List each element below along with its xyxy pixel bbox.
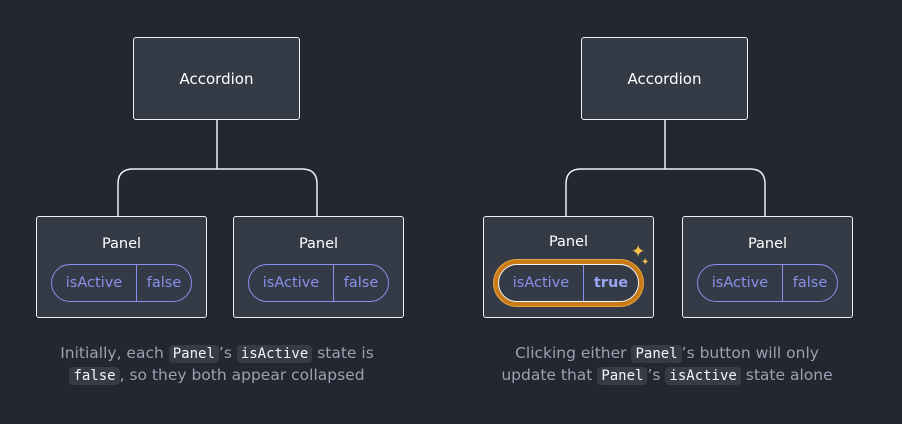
right-caption: Clicking either Panel’s button will only… [467,343,867,387]
state-value: false [792,275,828,291]
sparkle-icon: ✦ [641,257,650,268]
caption-text: , so they both appear collapsed [119,366,365,384]
state-value: true [593,275,629,291]
caption-text: Clicking either [515,344,632,362]
state-value: false [343,275,379,291]
state-key: isActive [52,265,137,301]
right-accordion-node: Accordion [581,37,748,120]
caption-text: state is [312,344,374,362]
state-pill: isActive false [248,264,389,302]
state-pill: isActive false [51,264,192,302]
state-value: false [146,275,182,291]
state-key: isActive [698,265,783,301]
state-key: isActive [249,265,334,301]
panel-title: Panel [747,236,788,252]
caption-text: update that [501,366,598,384]
caption-code: Panel [597,367,648,385]
caption-text: ’s button will only [681,344,819,362]
state-key: isActive [499,265,584,301]
panel-title: Panel [298,236,339,252]
state-pill-highlighted: isActive true [498,264,639,302]
caption-code: Panel [168,345,219,363]
right-panel-2: Panel isActive false [682,216,853,318]
panel-title: Panel [101,236,142,252]
left-panel-2: Panel isActive false [233,216,404,318]
caption-code: isActive [236,345,313,363]
left-caption: Initially, each Panel’s isActive state i… [17,343,417,387]
caption-code: isActive [665,367,741,385]
left-panel-1: Panel isActive false [36,216,207,318]
accordion-label: Accordion [179,69,254,88]
caption-code: false [69,367,120,385]
left-tree-connector [117,120,318,216]
accordion-label: Accordion [627,69,702,88]
caption-text: ’s [218,344,237,362]
caption-code: Panel [631,345,682,363]
left-accordion-node: Accordion [133,37,300,120]
right-panel-1: Panel isActive true ✦ ✦ [483,216,654,318]
caption-text: state alone [740,366,833,384]
caption-text: Initially, each [60,344,169,362]
right-tree-connector [565,120,766,216]
state-pill: isActive false [697,264,838,302]
caption-text: ’s [647,366,666,384]
panel-title: Panel [548,234,589,250]
sparkle-icon: ✦ [631,242,646,262]
